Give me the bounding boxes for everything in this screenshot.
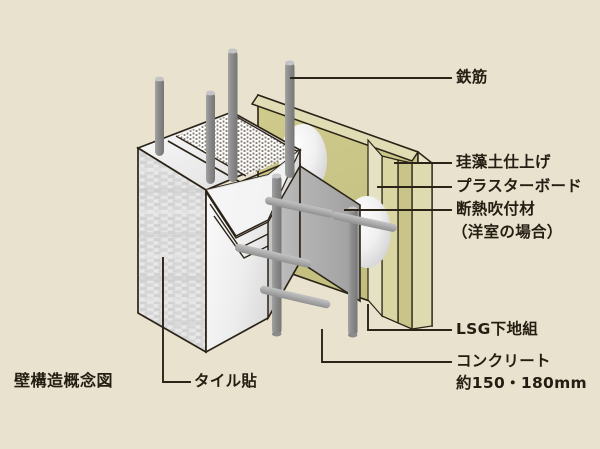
rebar-tie: [332, 211, 397, 232]
label-plasterboard: プラスターボード: [456, 177, 583, 195]
label-concrete: コンクリート: [456, 352, 551, 370]
rebar-tie: [259, 285, 331, 309]
leader-lsg: [367, 304, 452, 331]
label-rebar: 鉄筋: [456, 68, 488, 86]
insulation-layer-edge: [397, 159, 413, 330]
figure-title: 壁構造概念図: [14, 371, 114, 390]
rebar-rod: [155, 76, 164, 156]
leader-concrete: [321, 329, 452, 363]
rebar-rod: [228, 48, 238, 182]
leader-tile: [162, 257, 191, 383]
rebar-rod: [206, 90, 215, 184]
rebar-tie: [265, 196, 334, 218]
rebar-rod: [285, 60, 295, 178]
label-insulation-spray: 断熱吹付材: [456, 200, 536, 218]
label-tile: タイル貼: [194, 372, 258, 390]
label-diatomaceous-finish: 珪藻土仕上げ: [456, 153, 551, 171]
label-insulation-note: （洋室の場合）: [452, 223, 563, 241]
rebar-horizontal-group: [234, 196, 397, 309]
label-concrete-spec: 約150・180mm: [456, 374, 588, 392]
label-lsg-frame: LSG下地組: [456, 320, 539, 338]
leader-lines: [162, 77, 452, 383]
rebar-tie: [234, 243, 312, 268]
rebar-rod: [348, 206, 358, 338]
